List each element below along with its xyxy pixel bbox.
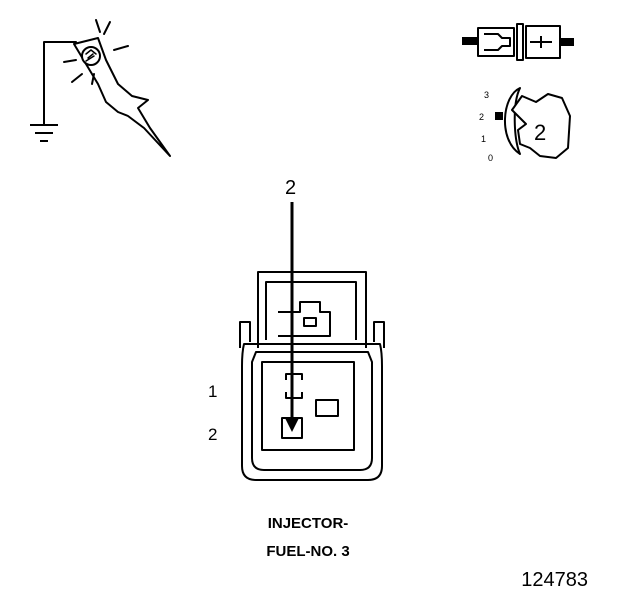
- scale-tick-1: 1: [481, 134, 486, 144]
- scale-tick-3: 3: [484, 90, 489, 100]
- figure-number: 124783: [521, 569, 588, 591]
- caption-line-2: FUEL-NO. 3: [266, 543, 349, 560]
- connector-icon: [462, 23, 574, 61]
- ground-symbol-icon: [30, 124, 58, 142]
- selector-dial-icon: [504, 87, 571, 159]
- pin-2-label: 2: [208, 425, 217, 444]
- pin-callout-arrow: [285, 202, 299, 432]
- scale-tick-2: 2: [479, 112, 484, 122]
- selector-pointer-mark: [495, 112, 503, 120]
- connector-face: [239, 271, 385, 481]
- caption-line-1: INJECTOR-: [268, 515, 349, 532]
- selector-setting-label: 2: [534, 120, 546, 145]
- test-light-probe-icon: [43, 19, 171, 157]
- pin-1-label: 1: [208, 382, 217, 401]
- pin-callout-label: 2: [285, 177, 296, 199]
- scale-tick-0: 0: [488, 153, 493, 163]
